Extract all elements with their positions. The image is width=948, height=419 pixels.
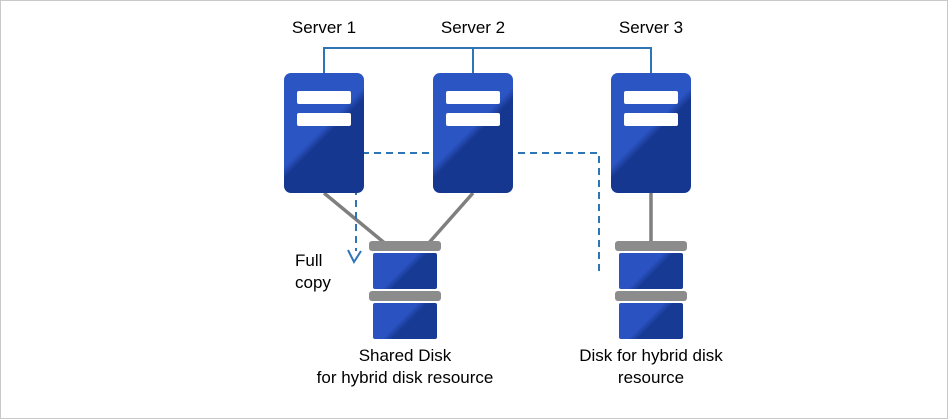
- disk-cap: [615, 241, 687, 251]
- disk-cap: [369, 291, 441, 301]
- server2-shared-disk-link: [425, 191, 475, 247]
- disk-stack-icon: [369, 241, 441, 341]
- disk-cap: [615, 291, 687, 301]
- full-copy-arrow-icon: [347, 249, 362, 265]
- disk-cap: [369, 241, 441, 251]
- shared-disk-caption-line2: for hybrid disk resource: [316, 368, 494, 387]
- server3-label: Server 3: [618, 18, 684, 37]
- server-slot: [297, 113, 351, 126]
- server1-shared-disk-link: [322, 191, 389, 247]
- disk-body: [619, 253, 683, 289]
- disk-stack-icon: [615, 241, 687, 341]
- hybrid-disk-caption-line2: resource: [617, 368, 685, 387]
- disk-body: [373, 303, 437, 339]
- hybrid-disk-caption-line1: Disk for hybrid disk: [579, 346, 723, 365]
- server2-label: Server 2: [440, 18, 506, 37]
- server-slot: [297, 91, 351, 104]
- cluster-interconnect-line: [323, 47, 652, 73]
- disk-body: [619, 303, 683, 339]
- server-slot: [446, 91, 500, 104]
- shared-disk-caption: Shared Disk for hybrid disk resource: [271, 345, 539, 389]
- shared-disk-caption-line1: Shared Disk: [358, 346, 452, 365]
- full-copy-line2: copy: [295, 273, 331, 292]
- hybrid-disk-caption: Disk for hybrid disk resource: [541, 345, 761, 389]
- server-icon: [433, 73, 513, 193]
- server-slot: [446, 113, 500, 126]
- disk-body: [373, 253, 437, 289]
- server-icon: [611, 73, 691, 193]
- server-slot: [624, 91, 678, 104]
- full-copy-line1: Full: [295, 251, 323, 270]
- full-copy-label: Full copy: [295, 250, 331, 294]
- server1-label: Server 1: [291, 18, 357, 37]
- server-icon: [284, 73, 364, 193]
- server-slot: [624, 113, 678, 126]
